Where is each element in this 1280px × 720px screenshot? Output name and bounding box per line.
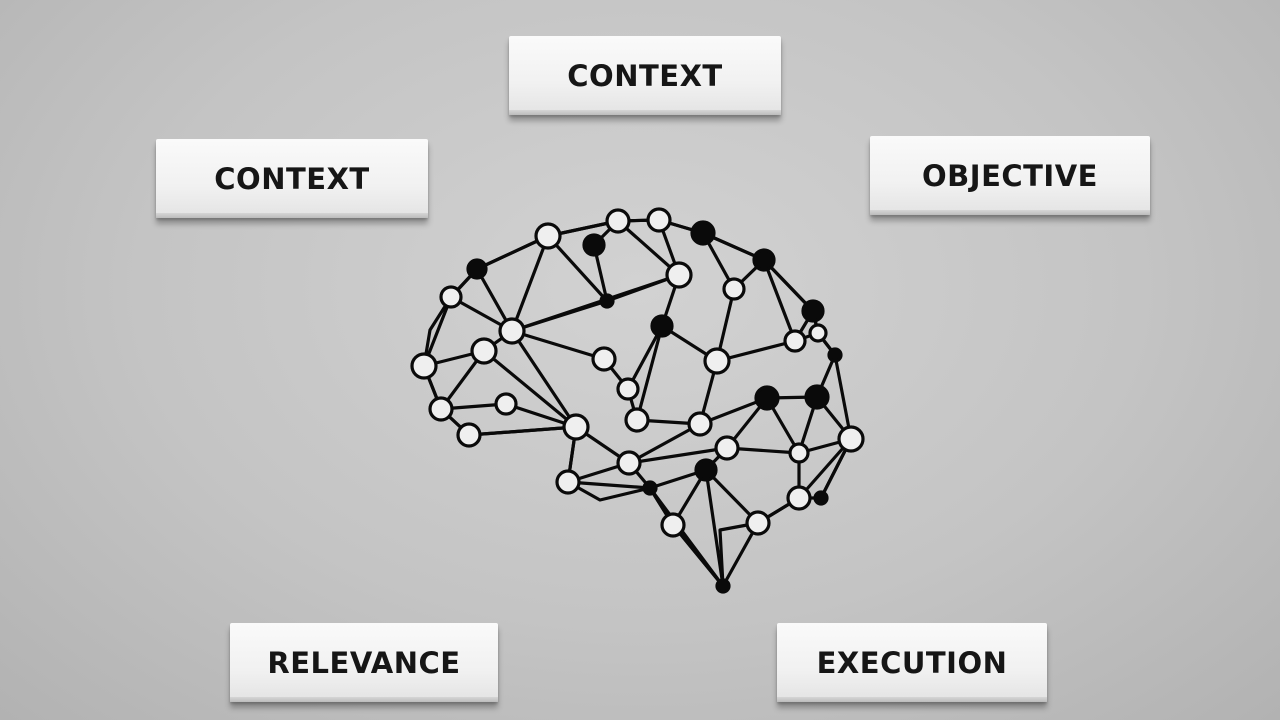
network-node-filled: [715, 578, 731, 594]
network-node-filled: [827, 347, 843, 363]
network-edge: [704, 468, 725, 588]
network-edge: [626, 324, 664, 391]
network-node-open: [470, 337, 498, 365]
network-node-filled: [642, 480, 658, 496]
network-node-filled: [804, 384, 830, 410]
network-edge: [510, 299, 609, 333]
network-node-open: [837, 425, 865, 453]
network-node-filled: [690, 220, 716, 246]
network-edge: [546, 234, 609, 303]
label-block-relevance: RELEVANCE: [230, 623, 498, 702]
network-node-open: [410, 352, 438, 380]
network-node-open: [439, 285, 463, 309]
block-label: RELEVANCE: [267, 645, 461, 680]
network-node-open: [498, 317, 526, 345]
network-node-open: [494, 392, 518, 416]
network-node-filled: [801, 299, 825, 323]
network-node-open: [665, 261, 693, 289]
network-edge: [482, 349, 578, 429]
network-node-open: [534, 222, 562, 250]
network-node-open: [591, 346, 617, 372]
network-node-open: [714, 435, 740, 461]
network-node-open: [562, 413, 590, 441]
network-node-open: [786, 485, 812, 511]
network-edge: [762, 258, 797, 343]
network-edge: [635, 324, 664, 422]
label-block-context-left: CONTEXT: [156, 139, 428, 218]
network-node-open: [808, 323, 828, 343]
network-node-filled: [599, 293, 615, 309]
network-node-filled: [754, 385, 780, 411]
label-block-objective: OBJECTIVE: [870, 136, 1150, 215]
network-node-filled: [650, 314, 674, 338]
block-label: CONTEXT: [214, 161, 370, 196]
network-node-open: [616, 450, 642, 476]
brain-network-nodes: [410, 207, 865, 594]
network-node-open: [703, 347, 731, 375]
network-node-filled: [813, 490, 829, 506]
network-node-open: [456, 422, 482, 448]
network-node-open: [745, 510, 771, 536]
network-edge: [627, 422, 702, 465]
network-node-open: [555, 469, 581, 495]
network-edge: [510, 234, 550, 333]
network-node-open: [646, 207, 672, 233]
block-label: OBJECTIVE: [922, 158, 1098, 193]
network-node-filled: [582, 233, 606, 257]
network-edge: [510, 329, 578, 429]
network-node-filled: [752, 248, 776, 272]
brain-network-edges: [422, 218, 853, 588]
brain-outline: [422, 218, 853, 588]
network-edge: [510, 329, 606, 361]
network-node-open: [616, 377, 640, 401]
block-label: CONTEXT: [567, 58, 723, 93]
network-node-open: [722, 277, 746, 301]
network-node-filled: [466, 258, 488, 280]
block-label: EXECUTION: [816, 645, 1008, 680]
network-edge: [627, 446, 729, 465]
network-node-open: [660, 512, 686, 538]
network-edge: [566, 480, 652, 490]
label-block-context-top: CONTEXT: [509, 36, 781, 115]
network-node-open: [783, 329, 807, 353]
network-node-open: [605, 208, 631, 234]
network-node-open: [687, 411, 713, 437]
network-node-open: [624, 407, 650, 433]
label-block-execution: EXECUTION: [777, 623, 1047, 702]
network-node-open: [428, 396, 454, 422]
network-node-filled: [694, 458, 718, 482]
network-node-open: [788, 442, 810, 464]
